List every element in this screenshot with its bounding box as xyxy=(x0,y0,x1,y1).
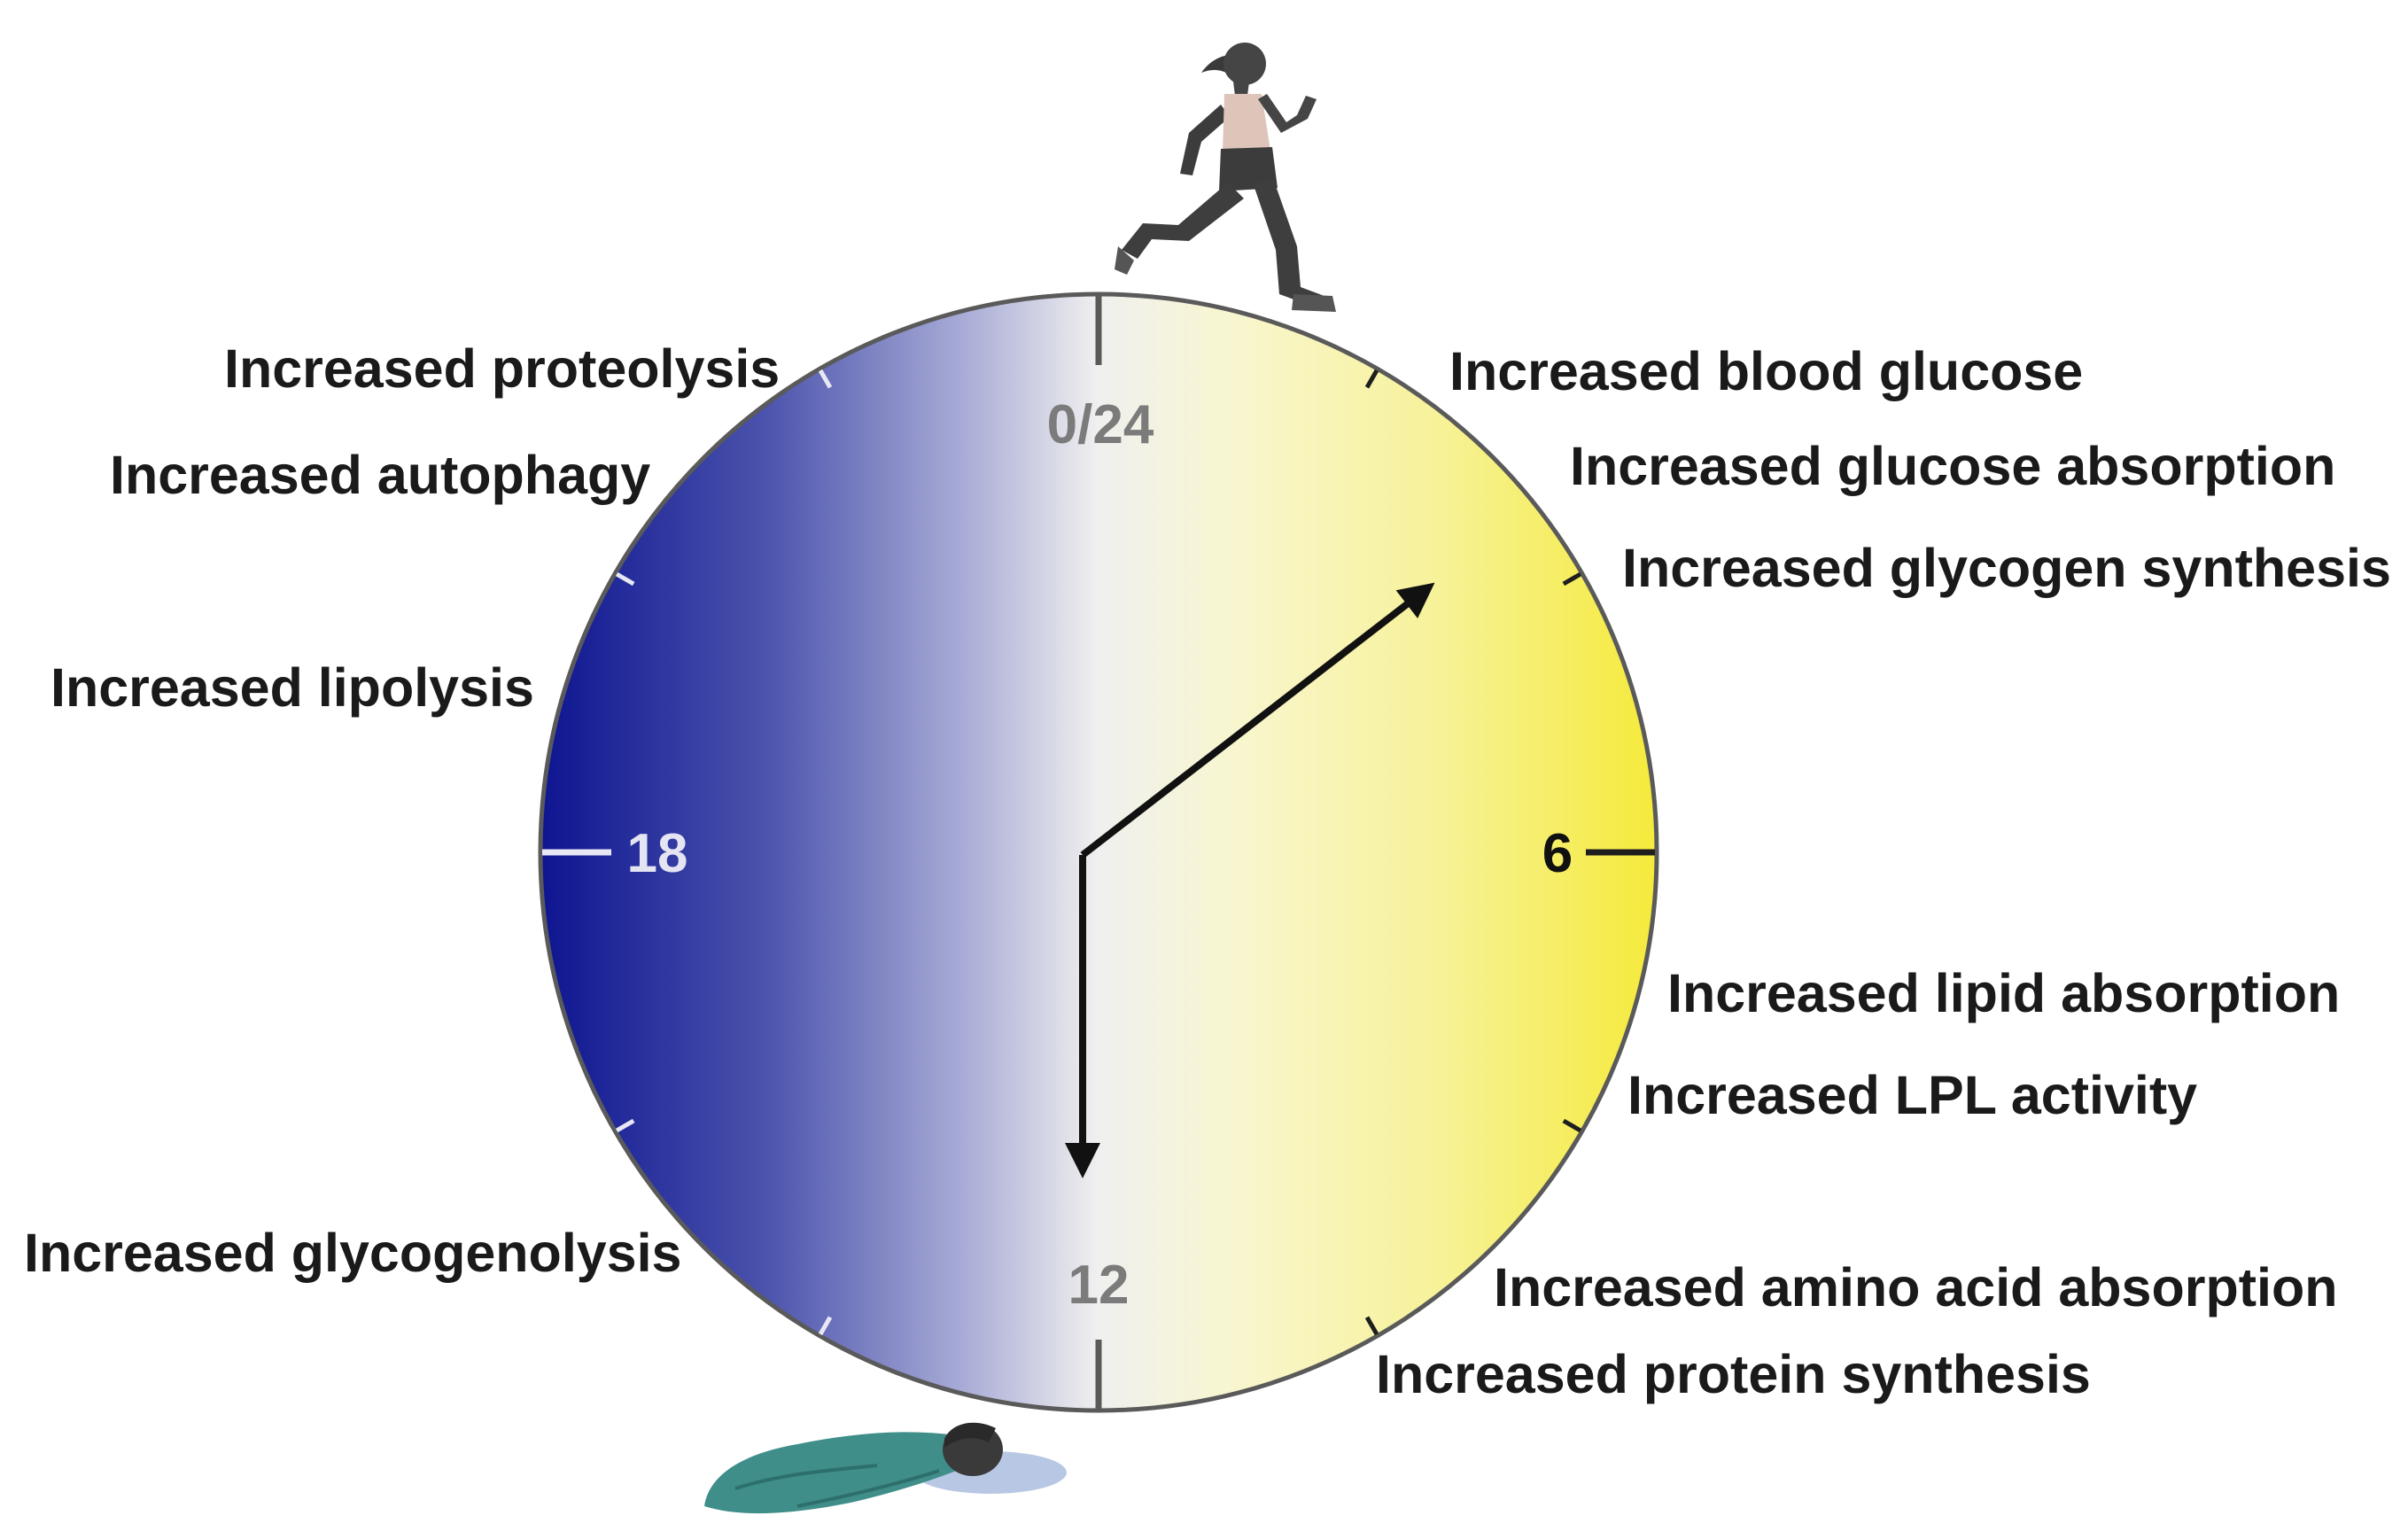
hour-label-bottom: 12 xyxy=(1068,1255,1130,1316)
minor-tick xyxy=(615,571,635,587)
label-amino-acid-absorption: Increased amino acid absorption xyxy=(1494,1257,2338,1317)
label-lipolysis: Increased lipolysis xyxy=(50,657,534,718)
label-protein-synthesis: Increased protein synthesis xyxy=(1376,1344,2091,1404)
label-glycogenolysis: Increased glycogenolysis xyxy=(24,1223,681,1283)
hour-label-left: 18 xyxy=(627,823,688,884)
clock-ticks xyxy=(542,296,1655,1409)
label-lipid-absorption: Increased lipid absorption xyxy=(1667,963,2340,1023)
hour-label-top: 0/24 xyxy=(1047,394,1154,455)
running-woman-icon xyxy=(1115,43,1336,312)
label-proteolysis: Increased proteolysis xyxy=(224,338,780,399)
hour-label-right: 6 xyxy=(1542,823,1573,884)
label-glycogen-synthesis: Increased glycogen synthesis xyxy=(1622,538,2391,598)
sleeping-person-icon xyxy=(704,1422,1067,1514)
minor-tick xyxy=(1364,1316,1379,1336)
minor-tick xyxy=(818,1316,833,1336)
label-lpl-activity: Increased LPL activity xyxy=(1627,1065,2197,1125)
label-blood-glucose: Increased blood glucose xyxy=(1449,341,2083,401)
minor-tick xyxy=(615,1118,635,1133)
minor-tick xyxy=(1364,369,1379,389)
label-glucose-absorption: Increased glucose absorption xyxy=(1570,436,2335,496)
minute-hand xyxy=(1080,582,1435,859)
label-autophagy: Increased autophagy xyxy=(110,445,650,505)
minor-tick xyxy=(1562,571,1582,587)
clock-face xyxy=(538,291,1659,1413)
minor-tick xyxy=(818,369,833,389)
minor-tick xyxy=(1562,1118,1582,1133)
